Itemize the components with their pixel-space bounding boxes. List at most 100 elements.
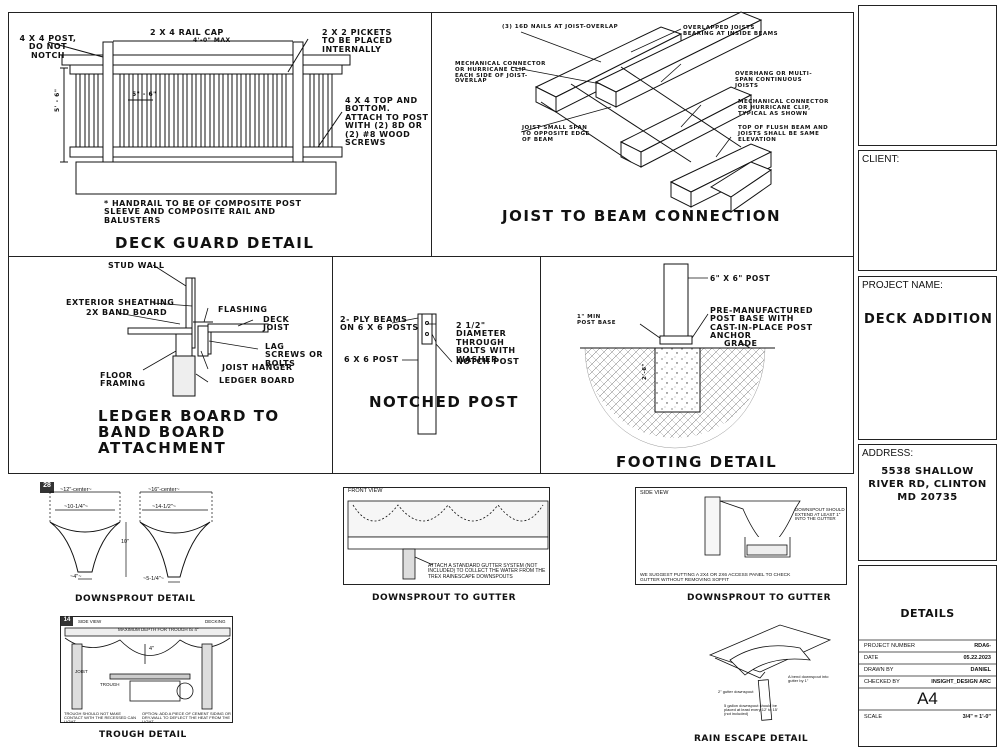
tb-row-value: DANIEL (970, 667, 991, 673)
trough-decking: DECKING (205, 619, 226, 624)
deck-guard-rails: 4 X 4 TOP AND BOTTOM. ATTACH TO POST WIT… (345, 96, 429, 147)
client-label: CLIENT: (862, 154, 900, 165)
ledger-title-3: ATTACHMENT (98, 439, 227, 457)
tb-row-checked-by: CHECKED BY INSIGHT_DESIGN ARC (860, 679, 995, 690)
joist-beam-overlapped: OVERLAPPED JOISTS BEARING AT INSIDE BEAM… (683, 25, 779, 37)
trough-title: TROUGH DETAIL (99, 730, 187, 740)
gutter2-title: DOWNSPROUT TO GUTTER (687, 593, 832, 603)
tb-row-label: DRAWN BY (864, 667, 894, 673)
deck-guard-handrail-note: * HANDRAIL TO BE OF COMPOSITE POST SLEEV… (104, 199, 302, 225)
trough-drawing (64, 627, 231, 710)
ledger-ledger-board: LEDGER BOARD (219, 376, 295, 385)
deck-guard-drawing (47, 38, 351, 195)
title-block-client (858, 150, 997, 271)
sheet-number: A4 (917, 689, 938, 708)
gutter1-frame (343, 487, 550, 585)
ledger-joist-hanger: JOIST HANGER (222, 363, 293, 372)
sheet-title: DETAILS (900, 607, 955, 620)
downsprout-b1: ~4"~ (70, 574, 82, 580)
tb-row-value: 05.22.2023 (963, 655, 991, 661)
tb-row-project-number: PROJECT NUMBER RDA6- (860, 643, 995, 654)
notched-post-post: 6 X 6 POST (344, 355, 399, 364)
rain-escape-n1: A bend downspout into gutter by 1" (788, 674, 829, 684)
joist-beam-clip: MECHANICAL CONNECTOR OR HURRICANE CLIP, … (738, 99, 829, 117)
ledger-title-2: BAND BOARD (98, 423, 226, 441)
title-block-logo (858, 5, 997, 146)
trough-max-depth: MAXIMUM DEPTH FOR TROUGH IS 4" (118, 627, 199, 632)
downsprout-h: 10" (121, 539, 130, 545)
trough-trough: TROUGH (100, 682, 120, 687)
joist-beam-title: JOIST TO BEAM CONNECTION (502, 207, 782, 225)
trough-note-left: TROUGH SHOULD NOT MAKE CONTACT WITH THE … (64, 711, 137, 725)
trough-depth: 4" (149, 646, 155, 652)
joist-beam-connector: MECHANICAL CONNECTOR OR HURRICANE CLIP E… (455, 61, 546, 85)
tb-row-scale: SCALE 3/4" = 1'-0" (860, 714, 995, 725)
tb-row-drawn-by: DRAWN BY DANIEL (860, 667, 995, 678)
address-line-2: RIVER RD, CLINTON (868, 479, 987, 490)
downsprout-c1: ~12"-center~ (60, 487, 92, 493)
downsprout-w1: ~10-1/4"~ (64, 504, 88, 510)
gutter1-title: DOWNSPROUT TO GUTTER (372, 593, 517, 603)
downsprout-drawing (49, 491, 213, 583)
gutter2-note-top: DOWNSPOUT SHOULD EXTEND AT LEAST 1" INTO… (795, 507, 845, 522)
ledger-sheathing: EXTERIOR SHEATHING (66, 298, 175, 307)
deck-guard-height: 5' - 6" (54, 88, 61, 112)
gutter2-view: SIDE VIEW (640, 490, 669, 496)
rain-escape-n3: 5 gallon downspout should be placed at l… (724, 703, 778, 717)
downsprout-w2: ~14-1/2"~ (152, 504, 176, 510)
joist-beam-small-span: JOIST SMALL SPAN TO OPPOSITE EDGE OF BEA… (522, 125, 590, 143)
gutter2-frame (635, 487, 847, 585)
notched-post-bolts: 2 1/2" DIAMETER THROUGH BOLTS WITH WASHE… (456, 321, 516, 364)
deck-guard-spacing: 5" - 6" (132, 91, 157, 98)
ledger-stud-wall: STUD WALL (108, 261, 165, 270)
footing-title: FOOTING DETAIL (616, 453, 778, 471)
trough-badge: 14 (61, 617, 73, 626)
deck-guard-post-note: 4 X 4 POST, DO NOT NOTCH (19, 34, 77, 60)
footing-drawing (580, 263, 775, 449)
footing-base: PRE-MANUFACTURED POST BASE WITH CAST-IN-… (710, 306, 813, 341)
footing-depth: 2'-6" (642, 363, 648, 380)
downsprout-b2: ~5-1/4"~ (143, 576, 164, 582)
gutter1-note: ATTACH A STANDARD GUTTER SYSTEM (NOT INC… (428, 563, 546, 580)
joist-beam-nails: (3) 16D NAILS AT JOIST-OVERLAP (502, 24, 619, 30)
footing-min-base: 1" MIN POST BASE (577, 314, 617, 326)
gutter1-drawing (347, 500, 549, 580)
tb-row-value: RDA6- (974, 643, 991, 649)
rain-escape-drawing (708, 624, 832, 721)
notched-post-notch: NOTCH POST (456, 357, 520, 366)
title-block-sheet (858, 565, 997, 747)
rain-escape-title: RAIN ESCAPE DETAIL (694, 734, 809, 744)
ledger-title-1: LEDGER BOARD TO (98, 407, 280, 425)
gutter1-view: FRONT VIEW (348, 488, 383, 494)
ledger-drawing (117, 264, 269, 397)
trough-note-right: OPTION: ADD A PIECE OF CEMENT SIDING OR … (142, 711, 231, 725)
gutter2-drawing (704, 496, 801, 558)
deck-guard-rail-cap: 2 X 4 RAIL CAP (150, 28, 224, 37)
notched-post-title: NOTCHED POST (369, 393, 519, 411)
trough-frame (60, 616, 233, 723)
panel-footing (540, 256, 854, 474)
joist-beam-overhang: OVERHANG OR MULTI-SPAN CONTINUOUS JOISTS (735, 71, 813, 89)
ledger-lag-screws: LAG SCREWS OR BOLTS (265, 342, 324, 368)
downsprout-title: DOWNSPROUT DETAIL (75, 594, 196, 604)
ledger-floor-framing: FLOOR FRAMING (100, 371, 146, 389)
title-block-project (858, 276, 997, 440)
footing-grade: GRADE (724, 339, 758, 348)
ledger-deck-joist: DECK JOIST (263, 315, 290, 333)
tb-row-label: PROJECT NUMBER (864, 643, 915, 649)
deck-guard-pickets: 2 X 2 PICKETS TO BE PLACED INTERNALLY (322, 28, 393, 54)
rain-escape-n2: 2" gutter downspout (718, 689, 754, 694)
downsprout-c2: ~16"-center~ (148, 487, 180, 493)
joist-beam-drawing (510, 11, 773, 213)
trough-side-view: SIDE VIEW (78, 619, 102, 624)
notched-post-drawing (391, 313, 453, 435)
scale-label: SCALE (864, 714, 883, 720)
footing-post: 6" X 6" POST (710, 274, 771, 283)
scale-value: 3/4" = 1'-0" (962, 714, 991, 720)
trough-joist: JOIST (75, 669, 88, 674)
address-line-1: 5538 SHALLOW (881, 466, 974, 477)
notched-post-beams: 2- PLY BEAMS ON 6 X 6 POSTS (340, 315, 419, 333)
deck-guard-title: DECK GUARD DETAIL (115, 234, 315, 252)
tb-row-label: CHECKED BY (864, 679, 900, 685)
